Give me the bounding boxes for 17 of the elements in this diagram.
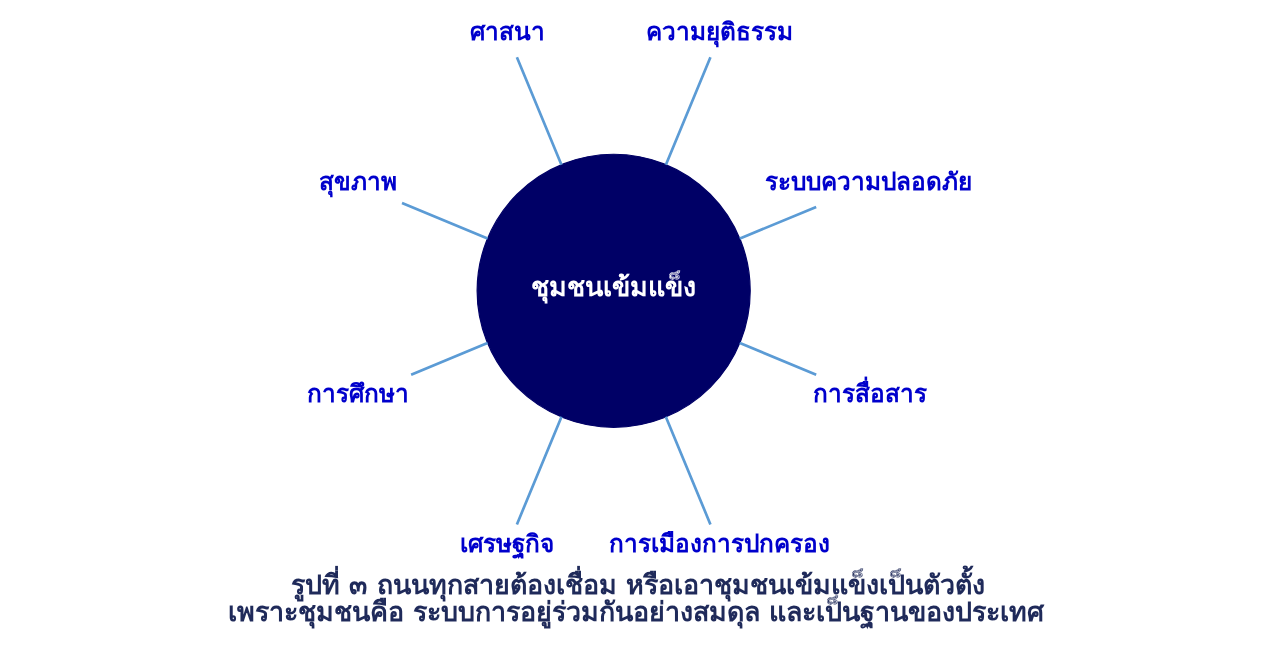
node-text: การสื่อสาร xyxy=(812,378,927,408)
connector xyxy=(664,416,712,525)
connector xyxy=(401,201,488,240)
connector xyxy=(664,56,712,166)
connector xyxy=(738,341,817,376)
node-text: ความยุติธรรม xyxy=(645,16,793,46)
connector xyxy=(410,341,488,376)
node-text: ระบบความปลอดภัย xyxy=(764,166,972,196)
node-text: การเมืองการปกครอง xyxy=(608,528,830,558)
connector xyxy=(515,56,563,166)
node-text: เศรษฐกิจ xyxy=(459,528,554,558)
node-text: การศึกษา xyxy=(306,378,409,408)
node-text: สุขภาพ xyxy=(318,166,397,196)
connector xyxy=(515,416,563,525)
node-text: ศาสนา xyxy=(470,16,545,46)
node-circle: ชุมชนเข้มแข็ง xyxy=(476,153,751,428)
connector xyxy=(738,205,817,240)
